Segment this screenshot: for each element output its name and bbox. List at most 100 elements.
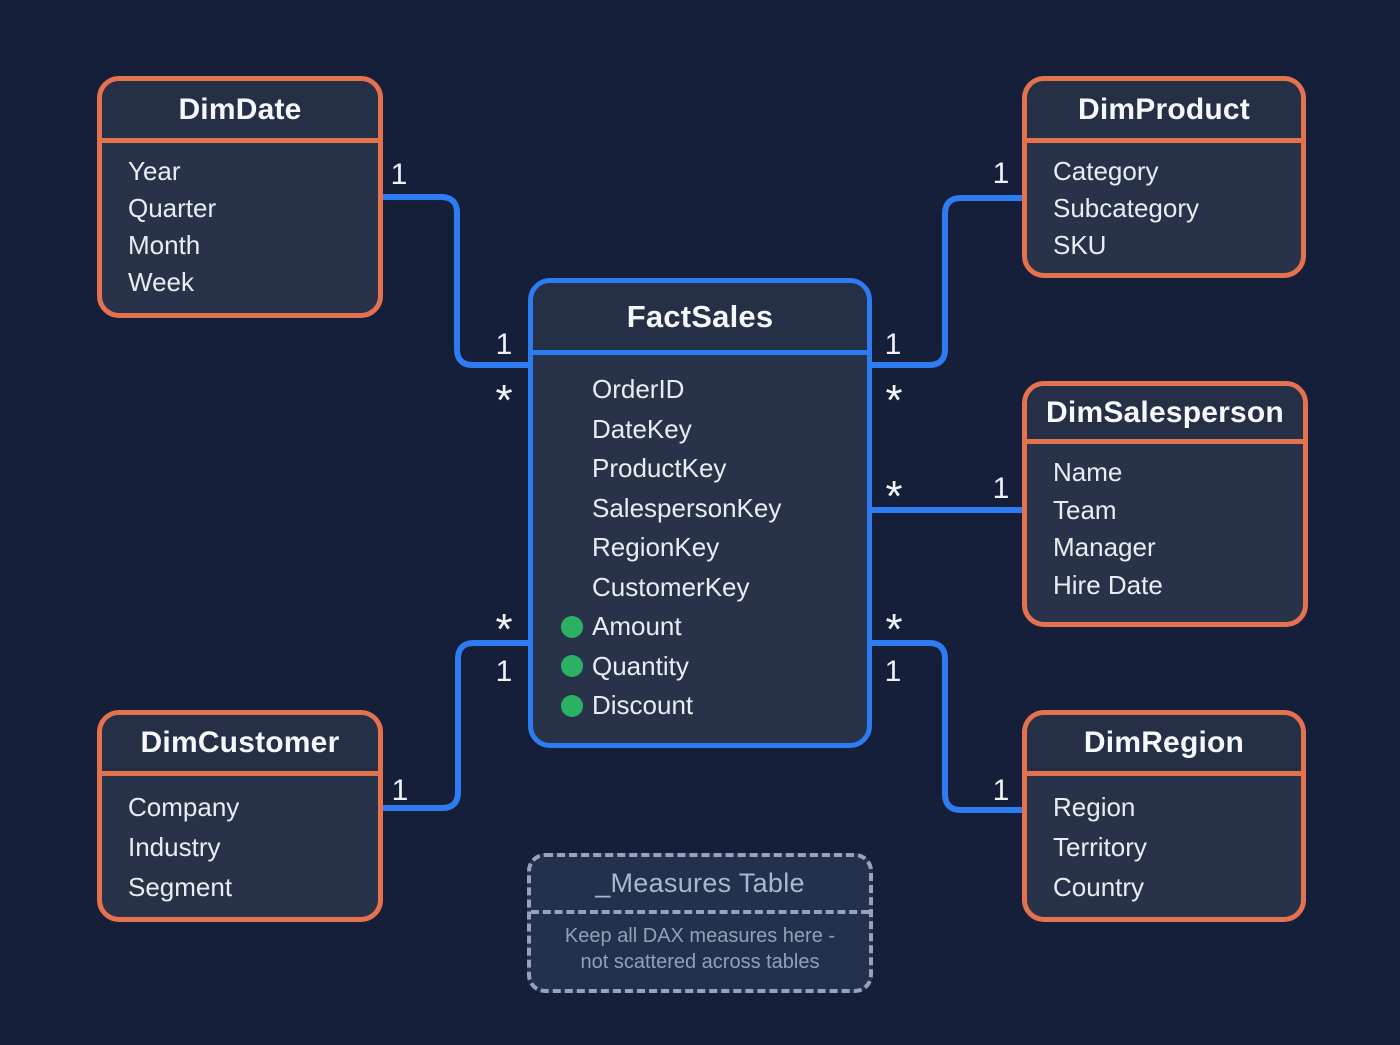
field-label: Team	[1053, 494, 1117, 525]
field-row: Week	[128, 264, 378, 301]
table-title: DimDate	[178, 92, 302, 126]
field-label: Hire Date	[1053, 569, 1163, 600]
cardinality-label: *	[495, 605, 513, 654]
field-label: Amount	[592, 611, 682, 642]
table-title: DimCustomer	[140, 726, 340, 759]
connector-factsales-dimregion	[868, 640, 1026, 813]
cardinality-label: 1	[884, 655, 902, 688]
field-label: Country	[1053, 871, 1145, 902]
cardinality-label: *	[885, 472, 903, 521]
table-header: DimProduct	[1027, 81, 1301, 143]
field-label: DateKey	[592, 413, 692, 444]
measures-note-title: _Measures Table	[595, 868, 805, 898]
field-label: Company	[128, 791, 240, 822]
field-row: Year	[128, 153, 378, 190]
field-label: Discount	[592, 690, 694, 721]
field-label: ProductKey	[592, 453, 727, 484]
field-label: SalespersonKey	[592, 492, 782, 523]
table-header: DimRegion	[1027, 715, 1301, 776]
table-title: DimSalesperson	[1046, 395, 1284, 429]
field-label: Industry	[128, 831, 221, 862]
field-label: Segment	[128, 871, 233, 902]
cardinality-label: *	[495, 376, 513, 425]
field-row: Month	[128, 227, 378, 264]
cardinality-label: *	[885, 605, 903, 654]
table-header: DimDate	[102, 81, 378, 143]
field-label: Subcategory	[1053, 193, 1199, 223]
field-row: Category	[1053, 153, 1301, 190]
field-label: CustomerKey	[592, 571, 750, 602]
field-row: Industry	[128, 827, 378, 867]
field-row: Team	[1053, 492, 1303, 530]
measures-note-body: Keep all DAX measures here - not scatter…	[531, 914, 869, 975]
field-row: Region	[1053, 787, 1301, 827]
cardinality-label: 1	[992, 472, 1010, 505]
field-label: Region	[1053, 791, 1136, 822]
cardinality-label: 1	[495, 655, 513, 688]
field-label: Territory	[1053, 831, 1147, 862]
measures-note-header: _Measures Table	[531, 857, 869, 914]
cardinality-label: 1	[495, 328, 513, 361]
field-row: Quarter	[128, 190, 378, 227]
measures-note-line: Keep all DAX measures here -	[564, 925, 836, 947]
field-row: SKU	[1053, 227, 1301, 264]
measure-dot-icon	[561, 694, 583, 717]
field-row: ProductKey	[561, 449, 867, 489]
field-row: Quantity	[561, 647, 867, 687]
cardinality-label: 1	[884, 328, 902, 361]
measures-note: _Measures Table Keep all DAX measures he…	[527, 853, 873, 993]
measure-dot-icon	[561, 615, 583, 638]
field-row: Amount	[561, 607, 867, 647]
field-label: Name	[1053, 457, 1123, 488]
table-header: DimSalesperson	[1027, 386, 1303, 444]
field-label: Manager	[1053, 532, 1156, 563]
cardinality-label: *	[885, 376, 903, 425]
field-row: Country	[1053, 867, 1301, 907]
field-row: OrderID	[561, 370, 867, 410]
field-label: Month	[128, 230, 201, 260]
field-label: Quantity	[592, 650, 689, 681]
field-label: Category	[1053, 156, 1159, 186]
field-row: Territory	[1053, 827, 1301, 867]
measure-dot-icon	[561, 655, 583, 678]
table-header: DimCustomer	[102, 715, 378, 776]
field-row: Subcategory	[1053, 190, 1301, 227]
field-label: Year	[128, 156, 181, 186]
cardinality-label: 1	[391, 774, 409, 807]
measures-note-line: not scattered across tables	[580, 951, 820, 973]
table-title: DimRegion	[1083, 726, 1245, 759]
field-row: SalespersonKey	[561, 489, 867, 529]
field-label: OrderID	[592, 374, 685, 405]
field-label: RegionKey	[592, 532, 720, 563]
field-row: CustomerKey	[561, 568, 867, 608]
table-title: DimProduct	[1077, 92, 1250, 126]
table-title: FactSales	[626, 298, 774, 334]
field-row: RegionKey	[561, 528, 867, 568]
connector-factsales-dimproduct	[868, 195, 1026, 368]
field-row: Segment	[128, 867, 378, 907]
field-row: Company	[128, 787, 378, 827]
field-row: Discount	[561, 686, 867, 726]
cardinality-label: 1	[992, 157, 1010, 190]
connector-dimcustomer-factsales	[380, 640, 532, 811]
field-label: SKU	[1053, 230, 1107, 260]
connector-dimdate-factsales	[380, 194, 532, 368]
field-row: Hire Date	[1053, 567, 1303, 605]
field-row: Name	[1053, 454, 1303, 492]
field-label: Quarter	[128, 193, 217, 223]
field-label: Week	[128, 267, 194, 297]
